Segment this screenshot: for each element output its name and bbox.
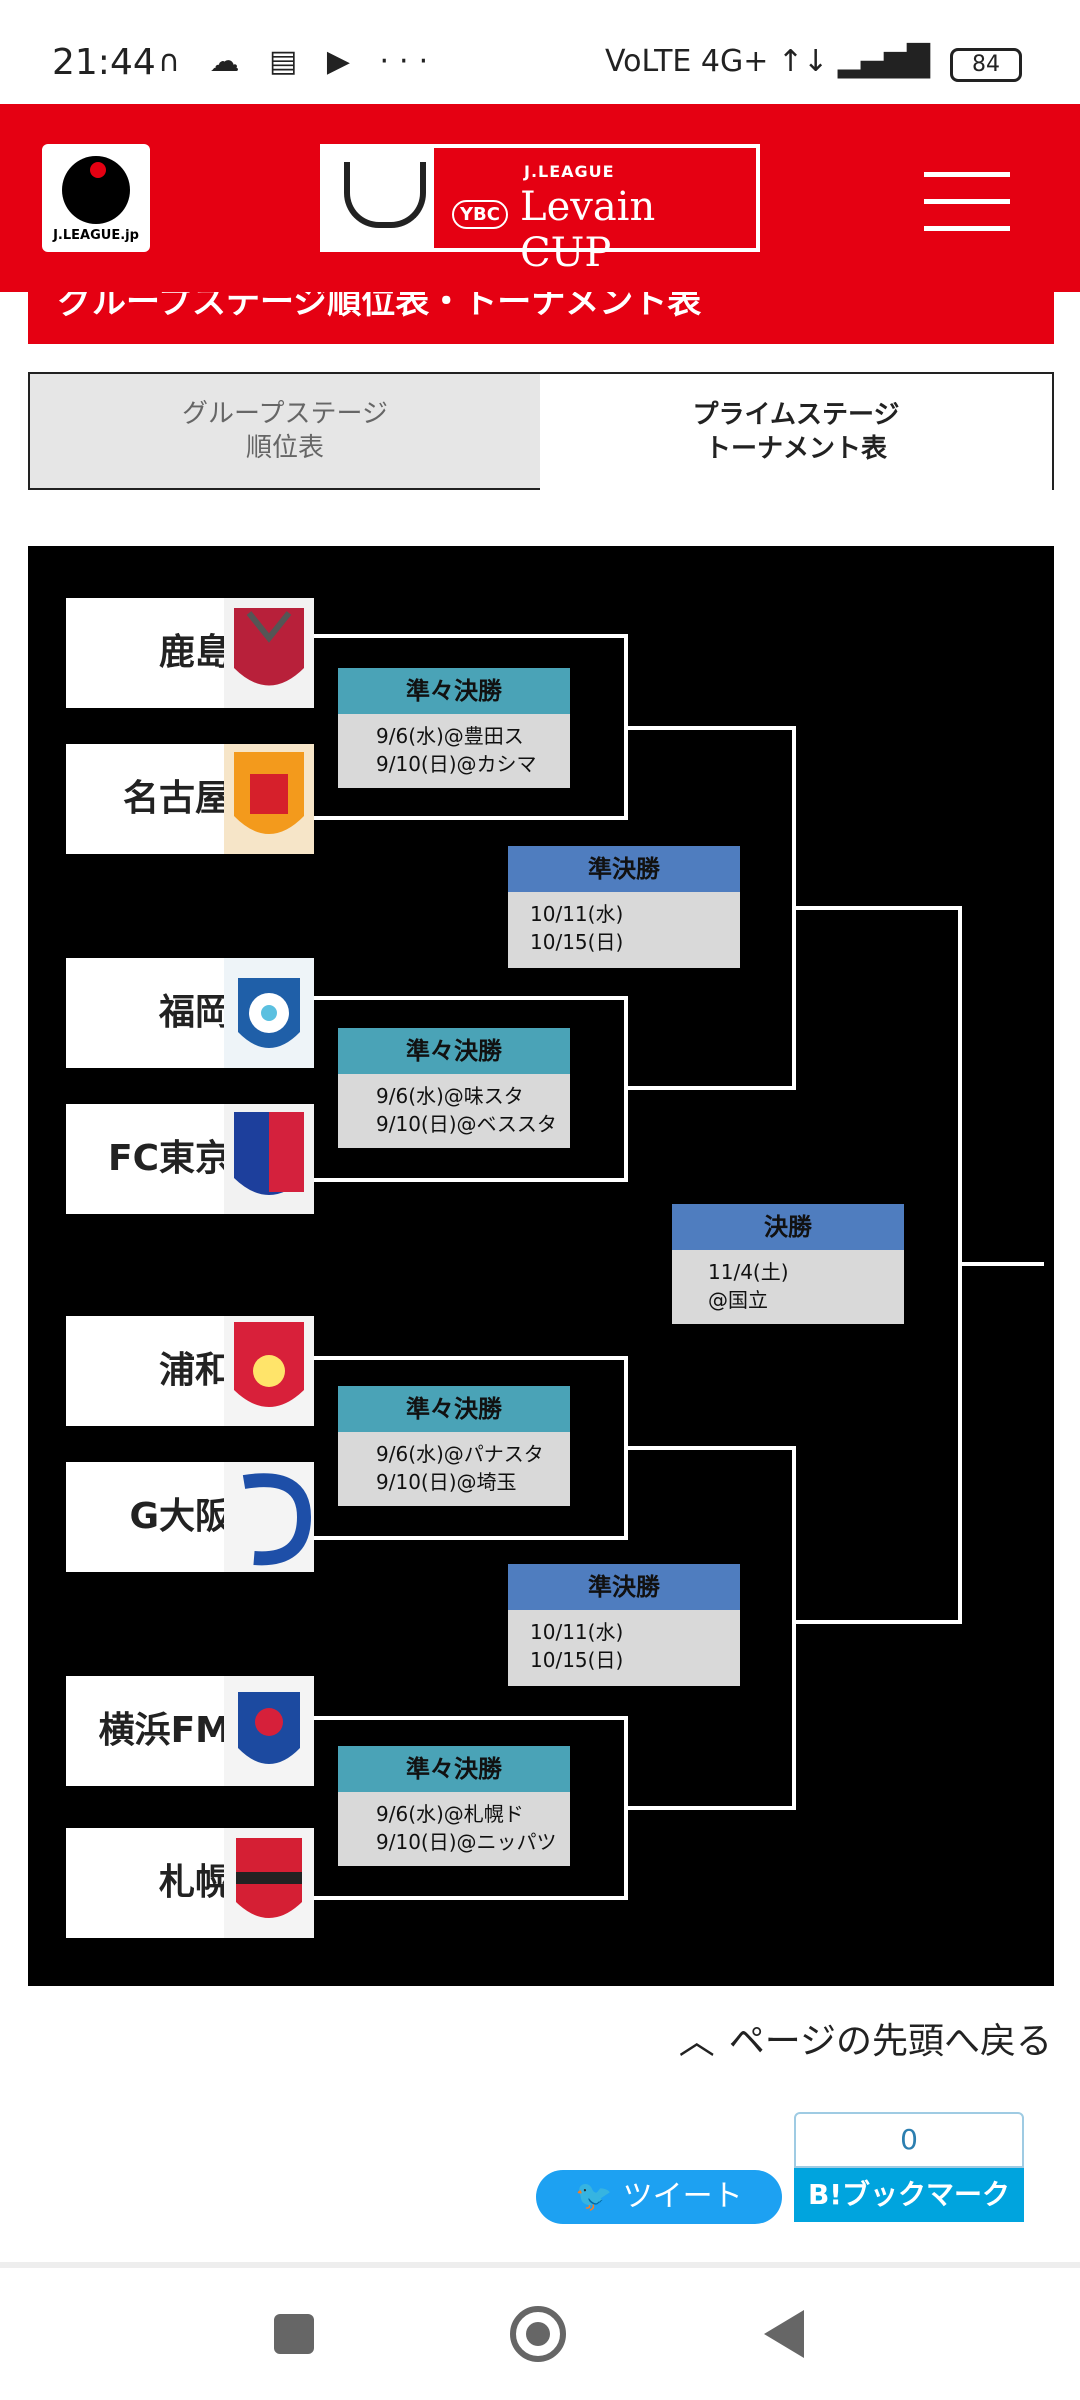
yokohama-fm-crest-icon (224, 1676, 314, 1786)
urawa-crest-icon (224, 1316, 314, 1426)
tweet-button[interactable]: 🐦ツイート (536, 2170, 782, 2224)
status-bar: 21:44 ∩ ☁ ▤ ▶ ··· VoLTE 4G+ ↑↓ ▂▄▆█ 84 (0, 0, 1080, 104)
team-kashima: 鹿島 (66, 598, 314, 708)
recents-icon[interactable] (274, 2314, 314, 2354)
team-urawa: 浦和 (66, 1316, 314, 1426)
sf-match-1[interactable]: 準決勝 10/11(水)10/15(日) (508, 846, 740, 968)
tab-prime-stage[interactable]: プライムステージ トーナメント表 (540, 372, 1054, 490)
chevron-up-icon: ︿ (678, 2021, 715, 2062)
final-match[interactable]: 決勝 11/4(土)@国立 (672, 1204, 904, 1324)
tab-group-stage[interactable]: グループステージ 順位表 (28, 372, 542, 490)
site-header: J.LEAGUE.jp J.LEAGUE YBC Levain CUP (0, 104, 1080, 292)
team-fukuoka: 福岡 (66, 958, 314, 1068)
team-yokohama-fm: 横浜FM (66, 1676, 314, 1786)
fukuoka-crest-icon (224, 958, 314, 1068)
sf-match-2[interactable]: 準決勝 10/11(水)10/15(日) (508, 1564, 740, 1686)
team-fc-tokyo: FC東京 (66, 1104, 314, 1214)
levain-cup-logo[interactable]: J.LEAGUE YBC Levain CUP (320, 144, 760, 276)
bookmark-count: 0 (794, 2112, 1024, 2168)
team-gamba-osaka: G大阪 (66, 1462, 314, 1572)
back-icon[interactable] (764, 2310, 804, 2358)
stage-tabs: グループステージ 順位表 プライムステージ トーナメント表 (28, 372, 1054, 490)
nagoya-crest-icon (224, 744, 314, 854)
system-nav-bar (0, 2268, 1080, 2400)
team-nagoya: 名古屋 (66, 744, 314, 854)
sapporo-crest-icon (224, 1828, 314, 1938)
gamba-osaka-crest-icon (224, 1462, 314, 1572)
fc-tokyo-crest-icon (224, 1104, 314, 1214)
twitter-icon: 🐦 (575, 2179, 613, 2214)
clock: 21:44 (52, 42, 156, 83)
hamburger-menu-icon[interactable] (924, 172, 1010, 232)
network-indicator: VoLTE 4G+ ↑↓ ▂▄▆█ (604, 44, 930, 79)
jleague-logo[interactable]: J.LEAGUE.jp (42, 144, 150, 252)
battery-icon: 84 (950, 48, 1022, 82)
back-to-top-link[interactable]: ︿ページの先頭へ戻る (678, 2021, 1052, 2062)
notification-icons: ∩ ☁ ▤ ▶ ··· (158, 44, 439, 79)
home-icon[interactable] (510, 2306, 566, 2362)
trophy-icon (324, 148, 434, 248)
divider (0, 2262, 1080, 2268)
kashima-crest-icon (224, 598, 314, 708)
page-title-banner: グループステージ順位表・トーナメント表 (28, 292, 1054, 344)
team-sapporo: 札幌 (66, 1828, 314, 1938)
hatena-bookmark-button[interactable]: B!ブックマーク (794, 2168, 1024, 2222)
tournament-bracket: 鹿島 名古屋 福岡 FC東京 浦和 (28, 546, 1054, 1986)
